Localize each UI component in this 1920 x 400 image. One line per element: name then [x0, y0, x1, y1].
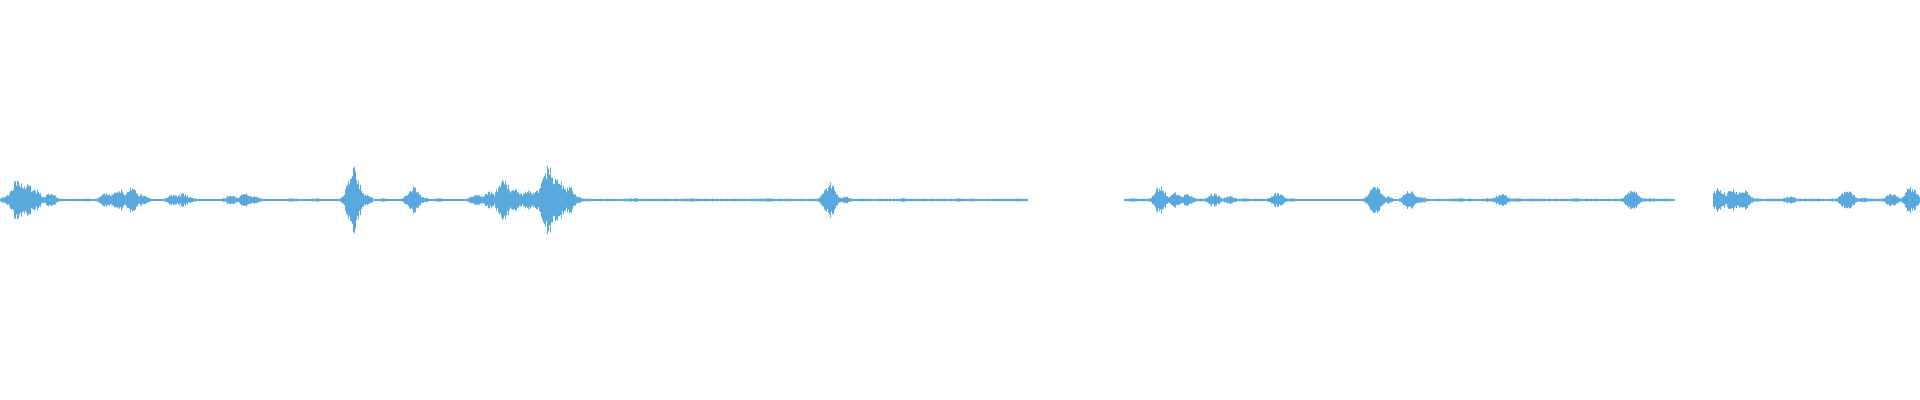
waveform-trace	[0, 166, 1920, 234]
